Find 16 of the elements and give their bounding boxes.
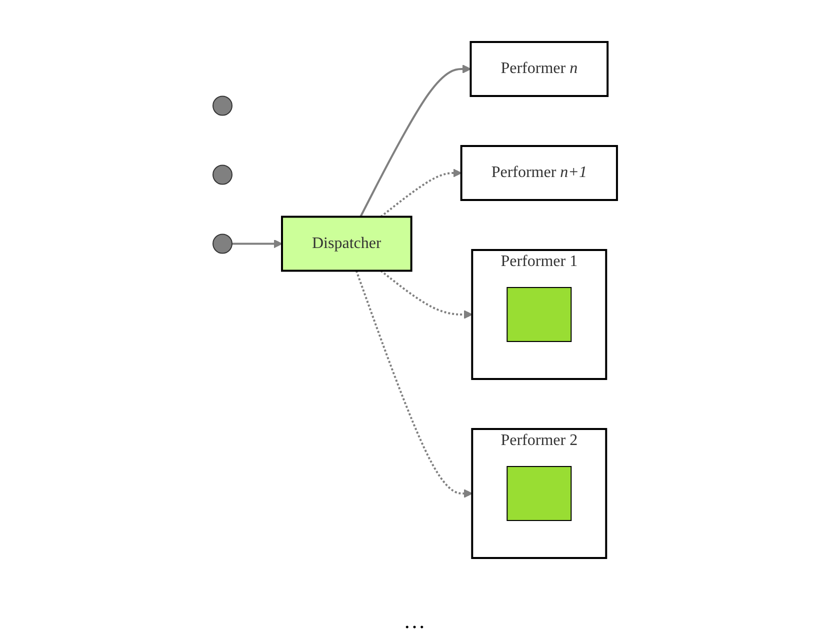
node-box <box>506 466 572 521</box>
cluster: Performer 1 <box>470 249 607 380</box>
node-box: Dispatcher <box>280 216 412 272</box>
node-circle <box>212 234 232 254</box>
node-box: Performer n+1 <box>460 145 618 201</box>
arrow <box>354 270 472 498</box>
arrow <box>380 270 472 319</box>
arrow <box>359 64 471 218</box>
node-circle <box>212 164 232 185</box>
ellipsis-text: … <box>404 608 426 633</box>
node-box: Performer n <box>469 41 608 97</box>
arrow <box>380 168 462 218</box>
arrow <box>232 239 282 248</box>
node-box <box>506 287 572 342</box>
node-circle <box>212 96 232 116</box>
cluster: Performer 2 <box>470 428 607 559</box>
